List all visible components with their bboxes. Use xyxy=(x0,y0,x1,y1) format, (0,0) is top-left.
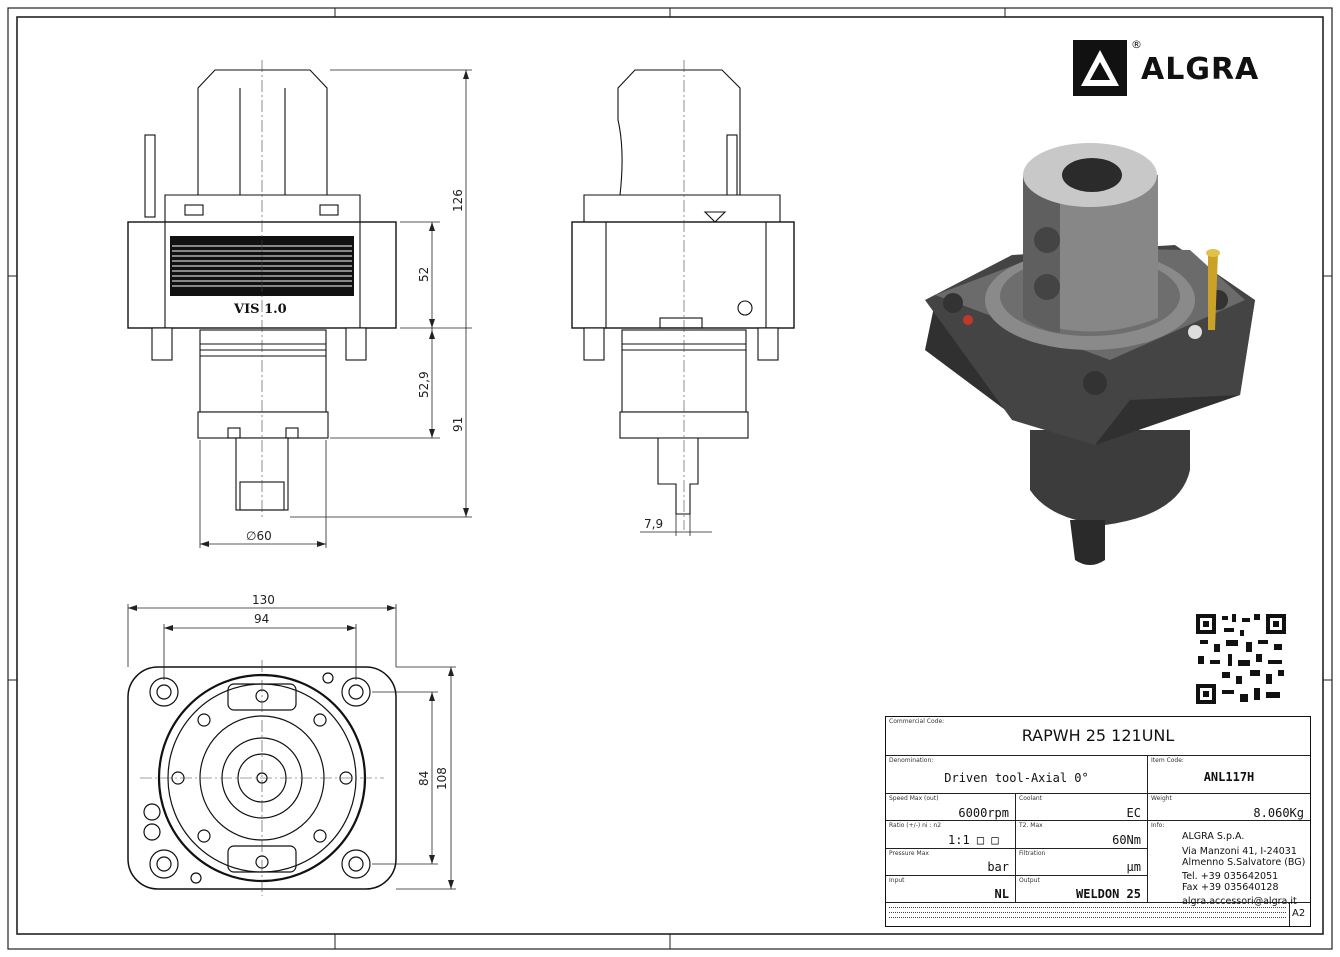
ratio-value: 1:1 □ □ xyxy=(948,833,999,847)
pressure-value: bar xyxy=(987,860,1009,874)
algra-triangle-icon xyxy=(1073,40,1127,96)
input-cell: Input NL xyxy=(886,876,1016,903)
weight-label: Weight xyxy=(1151,795,1172,802)
email-link[interactable]: algra.accessori@algra.it xyxy=(1182,896,1297,907)
speed-value: 6000rpm xyxy=(958,806,1009,820)
dim-diameter-60: ∅60 xyxy=(246,529,272,543)
dim-84: 84 xyxy=(417,771,431,786)
output-value: WELDON 25 xyxy=(1075,887,1141,901)
company-info: ALGRA S.p.A. Via Manzoni 41, I-24031 Alm… xyxy=(1182,831,1305,907)
algra-logo: ® ALGRA xyxy=(1073,38,1295,98)
pressure-cell: Pressure Max bar xyxy=(886,849,1016,876)
dim-130: 130 xyxy=(252,593,275,607)
denomination-cell: Denomination: Driven tool-Axial 0° xyxy=(886,756,1148,794)
item-code-value: ANL117H xyxy=(1203,770,1255,784)
brand-name: ALGRA xyxy=(1141,52,1260,87)
dim-91: 91 xyxy=(451,417,465,432)
side-view xyxy=(571,69,795,515)
denomination-value: Driven tool-Axial 0° xyxy=(944,771,1089,785)
ratio-label: Ratio (+/-) ni : n2 xyxy=(889,822,942,829)
sheet-size-cell: A2 xyxy=(1290,903,1310,926)
input-value: NL xyxy=(994,887,1009,901)
legal-footer xyxy=(886,903,1290,926)
coolant-cell: Coolant EC xyxy=(1016,794,1148,821)
filtration-label: Filtration xyxy=(1019,850,1046,857)
speed-number: 6000 xyxy=(958,806,988,820)
dim-126: 126 xyxy=(451,189,465,212)
coolant-value: EC xyxy=(1126,806,1141,820)
fax: Fax +39 035640128 xyxy=(1182,882,1279,893)
dim-94: 94 xyxy=(254,612,269,626)
torque-cell: T2. Max 60Nm xyxy=(1016,821,1148,849)
speed-unit: rpm xyxy=(987,806,1009,820)
filtration-value: μm xyxy=(1126,860,1141,874)
filtration-cell: Filtration μm xyxy=(1016,849,1148,876)
commercial-code-value: RAPWH 25 121UNL xyxy=(1021,726,1175,745)
isometric-render xyxy=(925,143,1255,565)
weight-unit: Kg xyxy=(1289,806,1304,820)
ratio-cell: Ratio (+/-) ni : n2 1:1 □ □ xyxy=(886,821,1016,849)
torque-number: 60 xyxy=(1112,833,1127,847)
item-code-cell: Item Code: ANL117H xyxy=(1148,756,1310,794)
dimension-lines xyxy=(127,69,712,890)
pressure-label: Pressure Max xyxy=(889,850,929,857)
torque-label: T2. Max xyxy=(1019,822,1043,829)
vis-label: VIS 1.0 xyxy=(233,302,287,317)
denomination-label: Denomination: xyxy=(889,757,934,764)
dimension-arrows xyxy=(128,70,469,889)
sheet-size: A2 xyxy=(1292,908,1306,919)
dim-52-9: 52,9 xyxy=(417,371,431,398)
info-label: Info: xyxy=(1151,822,1165,829)
commercial-code-label: Commercial Code: xyxy=(889,718,945,725)
info-cell: Info: ALGRA S.p.A. Via Manzoni 41, I-240… xyxy=(1148,821,1310,907)
company-name: ALGRA S.p.A. xyxy=(1182,831,1245,842)
address-line-2: Almenno S.Salvatore (BG) xyxy=(1182,857,1306,868)
dim-7-9: 7,9 xyxy=(644,517,663,531)
weight-cell: Weight 8.060Kg xyxy=(1148,794,1310,821)
telephone: Tel. +39 035642051 xyxy=(1182,871,1279,882)
coolant-label: Coolant xyxy=(1019,795,1043,802)
weight-number: 8.060 xyxy=(1253,806,1290,820)
output-cell: Output WELDON 25 xyxy=(1016,876,1148,903)
qr-code xyxy=(1196,614,1286,704)
weight-value: 8.060Kg xyxy=(1253,806,1304,820)
title-block: Commercial Code: RAPWH 25 121UNL Denomin… xyxy=(885,716,1311,927)
output-label: Output xyxy=(1019,877,1040,884)
torque-unit: Nm xyxy=(1126,833,1141,847)
dim-108: 108 xyxy=(435,767,449,790)
commercial-code-cell: Commercial Code: RAPWH 25 121UNL xyxy=(886,717,1310,756)
dim-52: 52 xyxy=(417,267,431,282)
speed-label: Speed Max (out) xyxy=(889,795,939,802)
input-label: Input xyxy=(889,877,905,884)
address-line-1: Via Manzoni 41, I-24031 xyxy=(1182,846,1297,857)
registered-mark: ® xyxy=(1131,38,1142,51)
item-code-label: Item Code: xyxy=(1151,757,1184,764)
speed-cell: Speed Max (out) 6000rpm xyxy=(886,794,1016,821)
torque-value: 60Nm xyxy=(1112,833,1141,847)
